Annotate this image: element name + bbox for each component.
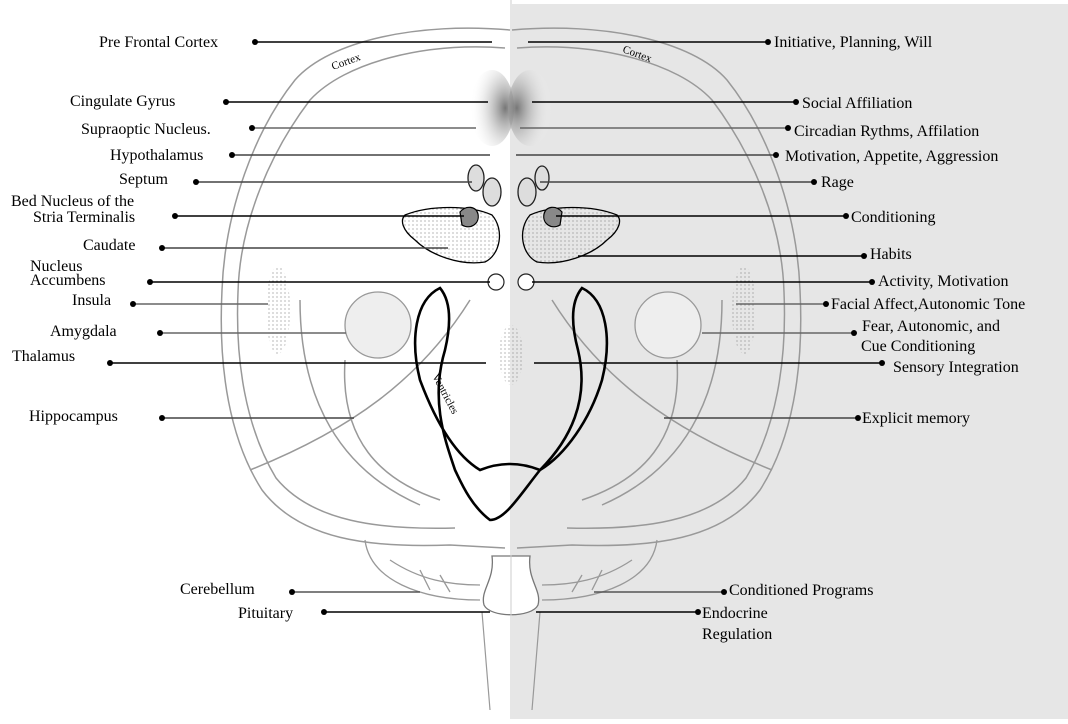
label-cerebellum: Cerebellum bbox=[180, 581, 255, 598]
label-regulation: Regulation bbox=[702, 626, 772, 643]
amygdala-right bbox=[635, 292, 701, 358]
accumbens-left bbox=[488, 274, 504, 290]
ventricles-label: Ventricles bbox=[429, 372, 460, 416]
label-septum: Septum bbox=[119, 171, 168, 188]
label-cingulate-gyrus: Cingulate Gyrus bbox=[70, 93, 175, 110]
label-cue-conditioning: Cue Conditioning bbox=[861, 338, 975, 355]
label-pituitary: Pituitary bbox=[238, 605, 293, 622]
amygdala-left bbox=[345, 292, 411, 358]
label-amygdala: Amygdala bbox=[50, 323, 117, 340]
insula-right bbox=[732, 266, 756, 354]
label-accumbens: Accumbens bbox=[30, 272, 106, 289]
label-social-affiliation: Social Affiliation bbox=[802, 95, 912, 112]
label-facial-affect: Facial Affect,Autonomic Tone bbox=[831, 296, 1025, 313]
label-conditioned-programs: Conditioned Programs bbox=[729, 582, 873, 599]
label-motivation-appetite: Motivation, Appetite, Aggression bbox=[785, 148, 998, 165]
bed-nucleus-left bbox=[460, 207, 478, 226]
bed-nucleus-right bbox=[544, 207, 562, 226]
label-activity-motivation: Activity, Motivation bbox=[878, 273, 1009, 290]
cortex-left-label: Cortex bbox=[330, 51, 363, 73]
label-sensory-integration: Sensory Integration bbox=[893, 359, 1019, 376]
label-hypothalamus: Hypothalamus bbox=[110, 147, 203, 164]
label-habits: Habits bbox=[870, 246, 912, 263]
label-explicit-memory: Explicit memory bbox=[862, 410, 970, 427]
accumbens-right bbox=[518, 274, 534, 290]
label-circadian-rythms: Circadian Rythms, Affilation bbox=[794, 123, 979, 140]
label-fear-autonomic: Fear, Autonomic, and bbox=[862, 318, 1000, 335]
label-rage: Rage bbox=[821, 174, 854, 191]
label-bed-nucleus-line2: Stria Terminalis bbox=[33, 209, 135, 226]
label-endocrine: Endocrine bbox=[702, 605, 768, 622]
label-bed-nucleus-line1: Bed Nucleus of the bbox=[11, 193, 134, 210]
label-hippocampus: Hippocampus bbox=[29, 408, 118, 425]
label-conditioning: Conditioning bbox=[851, 209, 935, 226]
cingulate-gyrus-right bbox=[508, 70, 552, 146]
label-pre-frontal-cortex: Pre Frontal Cortex bbox=[99, 34, 218, 51]
label-caudate: Caudate bbox=[83, 237, 135, 254]
insula-left bbox=[266, 266, 290, 354]
label-initiative-planning-will: Initiative, Planning, Will bbox=[774, 34, 933, 51]
left-labels: Pre Frontal Cortex Cingulate Gyrus Supra… bbox=[11, 34, 293, 622]
label-thalamus: Thalamus bbox=[12, 348, 75, 365]
cingulate-gyrus-left bbox=[470, 70, 514, 146]
label-supraoptic-nucleus: Supraoptic Nucleus. bbox=[81, 121, 211, 138]
label-insula: Insula bbox=[72, 292, 111, 309]
thalamus-center bbox=[499, 325, 523, 385]
